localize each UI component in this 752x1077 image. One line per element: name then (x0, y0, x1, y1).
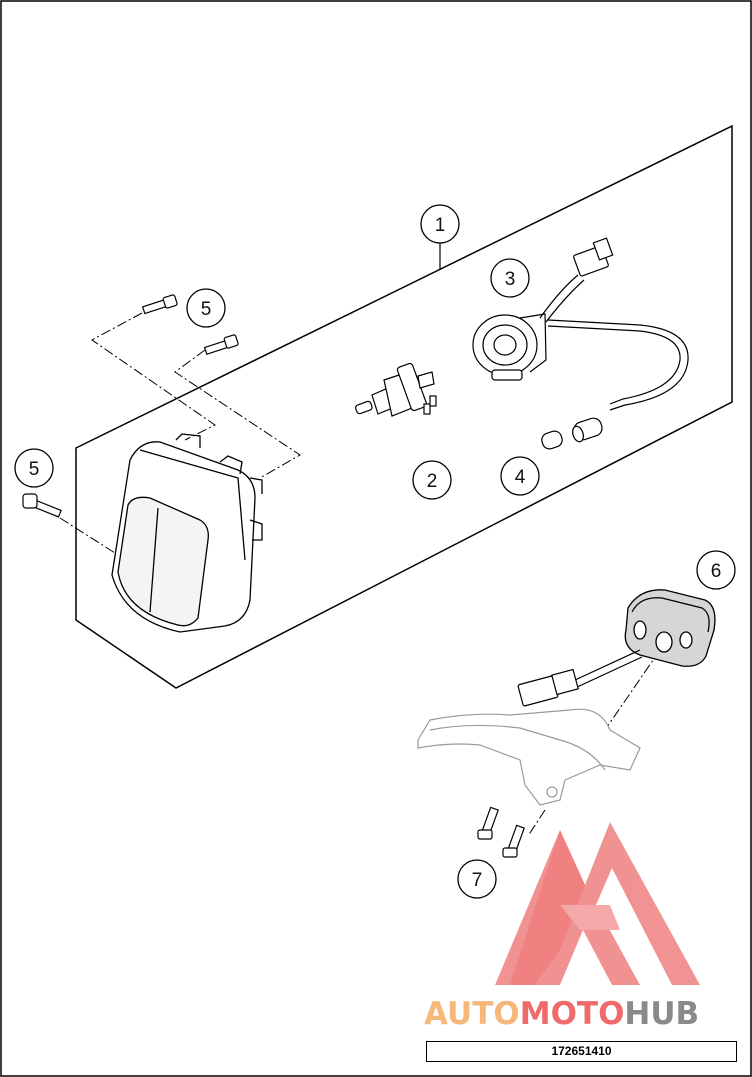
module-cable (574, 649, 643, 689)
watermark-part-moto: MOTO (519, 996, 625, 1032)
callout-7-label: 7 (472, 870, 483, 891)
watermark-logo (495, 822, 700, 985)
callout-6-label: 6 (711, 561, 722, 582)
callout-3: 3 (490, 258, 530, 298)
callout-2-label: 2 (427, 471, 438, 492)
callout-6: 6 (696, 550, 736, 590)
callout-5-left: 5 (14, 448, 54, 488)
callout-4: 4 (500, 456, 540, 496)
watermark-part-auto: AUTO (424, 996, 520, 1032)
callout-1: 1 (420, 204, 460, 244)
callout-5-upper: 5 (186, 288, 226, 328)
screw-part-5-upper (141, 294, 239, 355)
callout-5-left-label: 5 (29, 459, 40, 480)
callout-2: 2 (412, 460, 452, 500)
callout-4-label: 4 (515, 467, 526, 488)
control-module-part-6 (624, 589, 716, 667)
parking-bulb-part-4 (541, 417, 603, 450)
callout-3-label: 3 (505, 269, 516, 290)
headlight-housing (111, 433, 263, 633)
screw-part-7 (477, 806, 525, 858)
watermark-wordmark: AUTOMOTOHUB (424, 994, 744, 1034)
callout-7: 7 (457, 859, 497, 899)
watermark-part-hub: HUB (624, 996, 700, 1032)
screw-leader-lines (59, 312, 661, 837)
mounting-bracket (417, 708, 641, 806)
callout-5-upper-label: 5 (201, 299, 212, 320)
part-number-box: 172651410 (426, 1041, 737, 1062)
module-connector (517, 668, 579, 707)
headlight-bulb-part-2 (355, 362, 437, 417)
wiring-connector (573, 237, 614, 277)
callout-1-label: 1 (435, 215, 446, 236)
kit-boundary (75, 124, 733, 689)
wiring-harness (539, 274, 689, 411)
bulb-socket-part-3 (472, 313, 547, 381)
screw-part-5-left (22, 493, 62, 518)
